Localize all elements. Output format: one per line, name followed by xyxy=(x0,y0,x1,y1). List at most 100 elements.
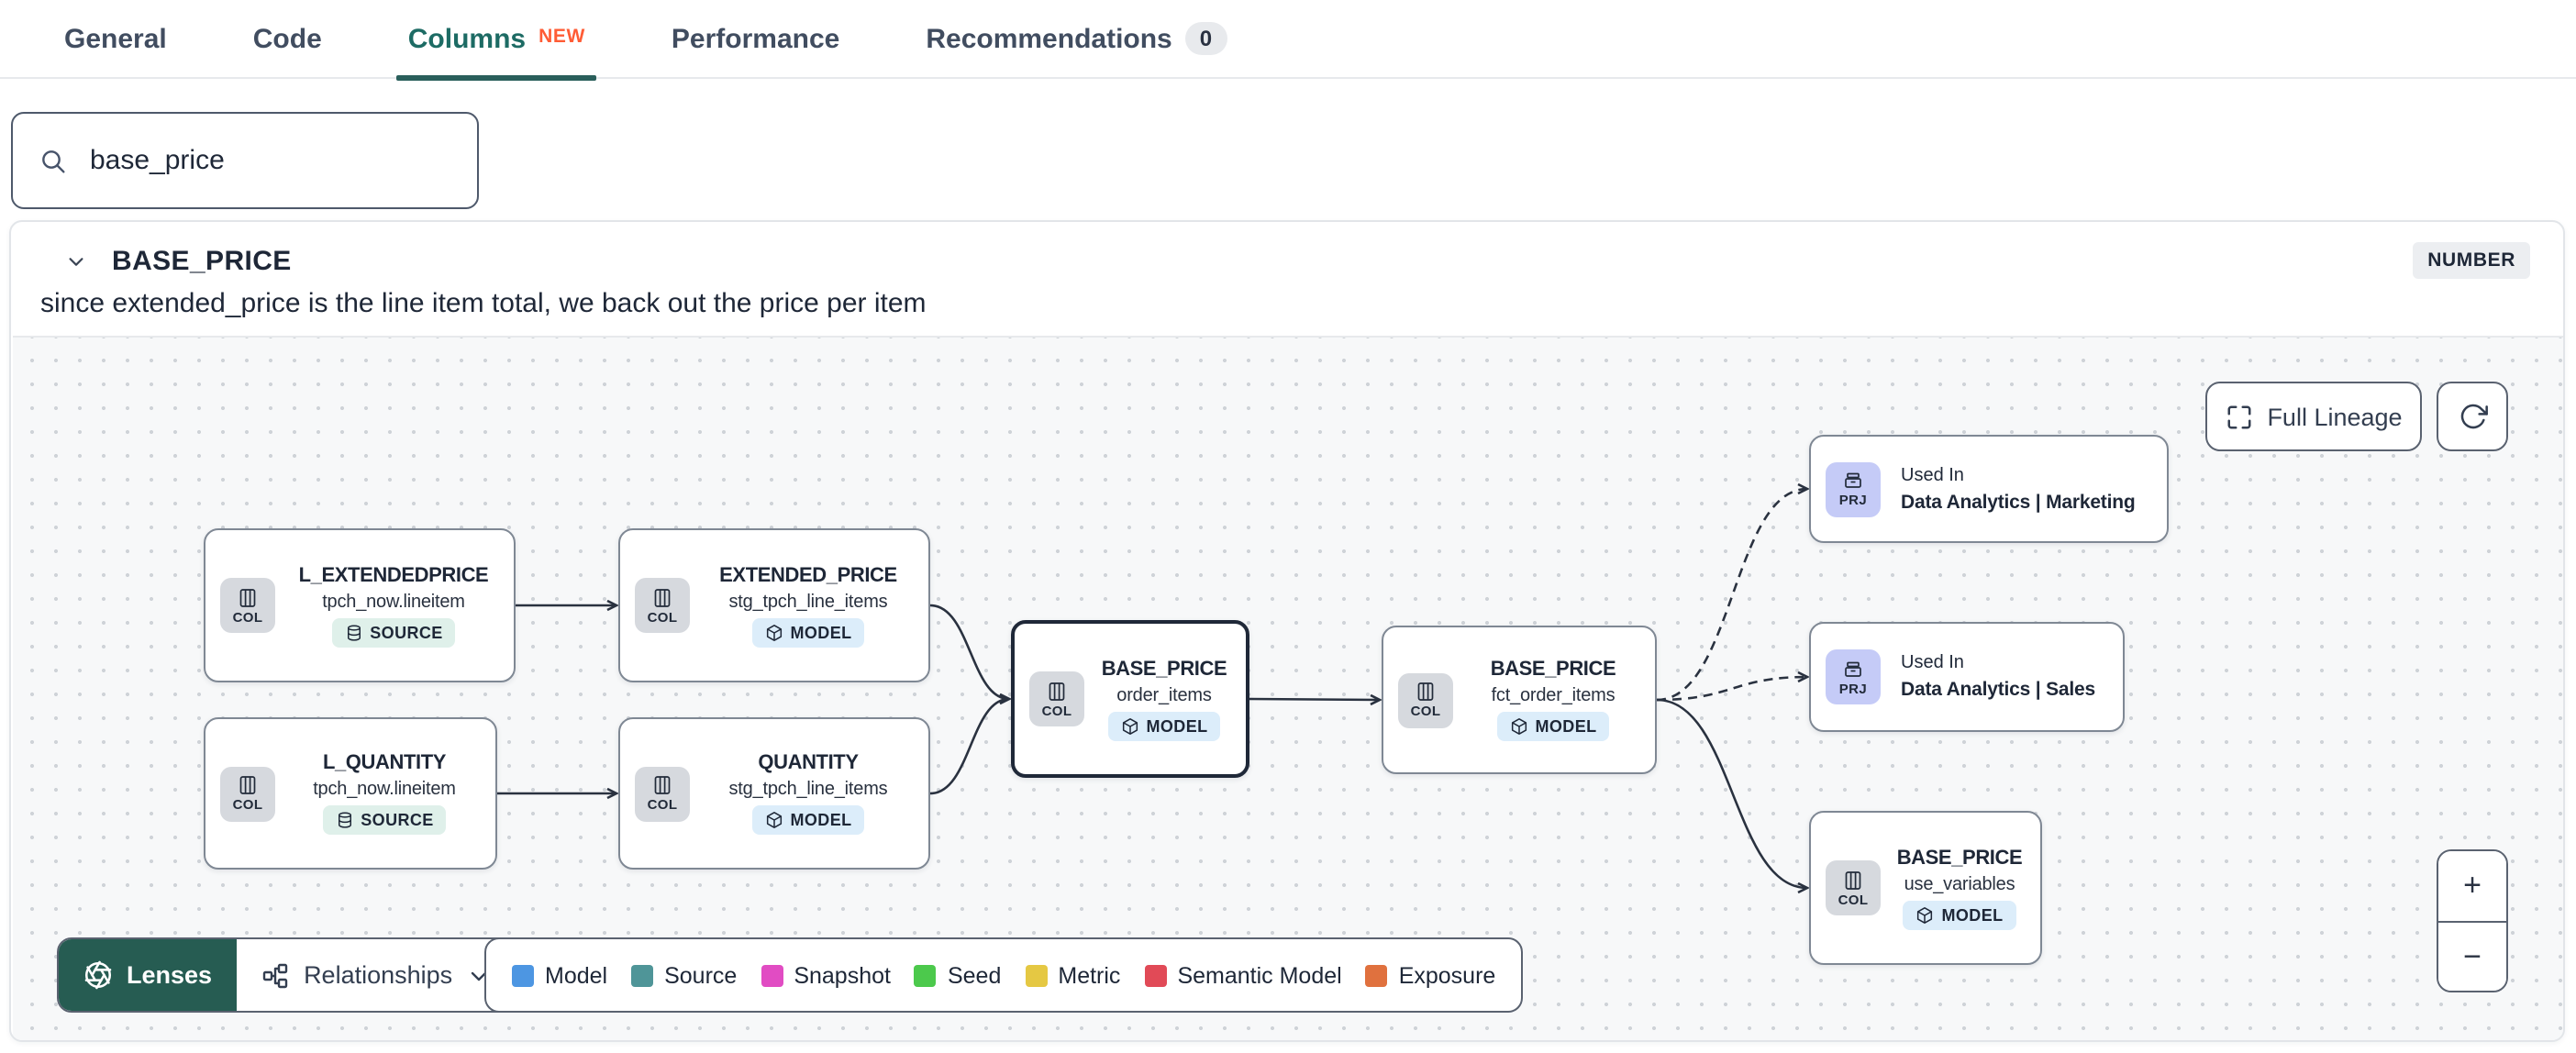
node-subtitle: Data Analytics | Sales xyxy=(1901,679,2095,701)
column-badge: COL xyxy=(1826,860,1881,915)
tab-code[interactable]: Code xyxy=(253,0,322,78)
node-used_in_sales[interactable]: PRJ Used In Data Analytics | Sales xyxy=(1809,622,2125,732)
relationships-label: Relationships xyxy=(304,961,453,989)
legend-item: Snapshot xyxy=(761,962,891,988)
node-kind-label: COL xyxy=(647,796,678,814)
relationships-icon xyxy=(261,962,287,988)
tab-label: Performance xyxy=(671,23,840,54)
search-box[interactable] xyxy=(11,112,479,209)
tab-performance[interactable]: Performance xyxy=(672,0,839,78)
node-kind-label: COL xyxy=(647,608,678,626)
lenses-button[interactable]: Lenses xyxy=(59,939,237,1011)
tab-columns[interactable]: Columns NEW xyxy=(396,0,596,80)
project-badge: PRJ xyxy=(1826,649,1881,704)
node-extended_price[interactable]: COL EXTENDED_PRICE stg_tpch_line_items M… xyxy=(618,528,930,682)
search-input[interactable] xyxy=(86,143,451,178)
tab-label: Columns xyxy=(407,23,527,54)
legend-swatch xyxy=(914,964,937,986)
database-icon xyxy=(347,624,361,640)
relationships-dropdown[interactable]: Relationships xyxy=(236,939,514,1011)
node-title: QUANTITY xyxy=(758,752,859,774)
refresh-button[interactable] xyxy=(2437,382,2508,451)
zoom-control: + − xyxy=(2437,849,2508,992)
node-kind-label: COL xyxy=(1410,703,1441,720)
tab-label: Recommendations xyxy=(926,23,1172,54)
archive-icon xyxy=(1845,473,1861,489)
collapse-chevron-icon[interactable] xyxy=(66,250,86,271)
node-kind-label: COL xyxy=(232,608,263,626)
legend-swatch xyxy=(1144,964,1167,986)
node-type-chip: MODEL xyxy=(1496,712,1610,741)
lineage-edge xyxy=(1249,699,1380,700)
columns-icon xyxy=(654,588,671,607)
column-type-badge: NUMBER xyxy=(2413,242,2530,279)
lens-toolbar: Lenses Relationships xyxy=(57,937,516,1013)
tab-label: General xyxy=(64,23,167,54)
tab-general[interactable]: General xyxy=(64,0,167,78)
legend-item: Seed xyxy=(914,962,1002,988)
node-title: BASE_PRICE xyxy=(1490,659,1616,681)
legend-label: Model xyxy=(545,962,608,988)
columns-icon xyxy=(1845,870,1861,890)
node-quantity[interactable]: COL QUANTITY stg_tpch_line_items MODEL xyxy=(618,717,930,870)
legend-label: Exposure xyxy=(1398,962,1496,988)
columns-icon xyxy=(654,776,671,795)
legend-item: Metric xyxy=(1025,962,1120,988)
legend-swatch xyxy=(761,964,783,986)
column-badge: COL xyxy=(1029,671,1084,726)
lineage-canvas[interactable]: Full Lineage + − xyxy=(13,336,2565,1042)
node-used_in_marketing[interactable]: PRJ Used In Data Analytics | Marketing xyxy=(1809,435,2169,543)
node-title: EXTENDED_PRICE xyxy=(719,564,897,586)
lineage-edges xyxy=(497,338,2565,1042)
columns-icon xyxy=(239,776,256,795)
node-subtitle: use_variables xyxy=(1904,874,2015,894)
node-base_price_fct_order_items[interactable]: COL BASE_PRICE fct_order_items MODEL xyxy=(1382,626,1657,774)
node-subtitle: tpch_now.lineitem xyxy=(313,780,456,800)
node-l_extendedprice[interactable]: COL L_EXTENDEDPRICE tpch_now.lineitem SO… xyxy=(204,528,516,682)
node-base_price_order_items[interactable]: COL BASE_PRICE order_items MODEL xyxy=(1011,620,1249,778)
node-title: Used In xyxy=(1901,465,1964,485)
node-kind-label: COL xyxy=(1041,702,1072,719)
lenses-label: Lenses xyxy=(127,961,213,989)
legend-label: Semantic Model xyxy=(1177,962,1342,988)
refresh-icon xyxy=(2459,404,2487,429)
legend-label: Seed xyxy=(947,962,1002,988)
lineage-legend: Model Source Snapshot Seed Metric Semant… xyxy=(484,937,1524,1013)
legend-swatch xyxy=(512,964,534,986)
model-cube-icon xyxy=(766,624,782,640)
zoom-out-button[interactable]: − xyxy=(2438,922,2506,991)
zoom-in-button[interactable]: + xyxy=(2438,851,2506,920)
columns-icon xyxy=(1417,682,1434,702)
columns-icon xyxy=(239,588,256,607)
lineage-edge xyxy=(1656,677,1807,702)
database-icon xyxy=(338,812,351,828)
node-subtitle: Data Analytics | Marketing xyxy=(1901,491,2136,513)
column-badge: COL xyxy=(220,578,275,633)
lineage-edge xyxy=(1656,698,1807,888)
node-base_price_use_variables[interactable]: COL BASE_PRICE use_variables MODEL xyxy=(1809,811,2042,965)
node-title: BASE_PRICE xyxy=(1101,658,1227,680)
legend-label: Source xyxy=(664,962,738,988)
full-lineage-label: Full Lineage xyxy=(2267,403,2403,430)
node-subtitle: stg_tpch_line_items xyxy=(728,592,888,612)
project-badge: PRJ xyxy=(1826,461,1881,516)
model-cube-icon xyxy=(1122,717,1138,734)
model-cube-icon xyxy=(766,812,782,828)
node-subtitle: stg_tpch_line_items xyxy=(728,780,888,800)
node-l_quantity[interactable]: COL L_QUANTITY tpch_now.lineitem SOURCE xyxy=(204,717,497,870)
column-panel-header: BASE_PRICE NUMBER xyxy=(11,238,2563,283)
legend-item: Semantic Model xyxy=(1144,962,1342,988)
column-description: since extended_price is the line item to… xyxy=(40,288,927,319)
columns-icon xyxy=(1049,682,1065,701)
full-lineage-button[interactable]: Full Lineage xyxy=(2205,382,2422,451)
lineage-edge xyxy=(929,699,1009,795)
column-badge: COL xyxy=(220,766,275,821)
node-type-chip: MODEL xyxy=(751,805,865,835)
node-type-chip: MODEL xyxy=(1903,900,2016,929)
aperture-icon xyxy=(84,960,112,990)
legend-label: Snapshot xyxy=(794,962,891,988)
column-panel: BASE_PRICE NUMBER since extended_price i… xyxy=(9,220,2565,1042)
tab-recommendations[interactable]: Recommendations 0 xyxy=(926,0,1227,78)
lineage-edge xyxy=(1656,489,1807,702)
